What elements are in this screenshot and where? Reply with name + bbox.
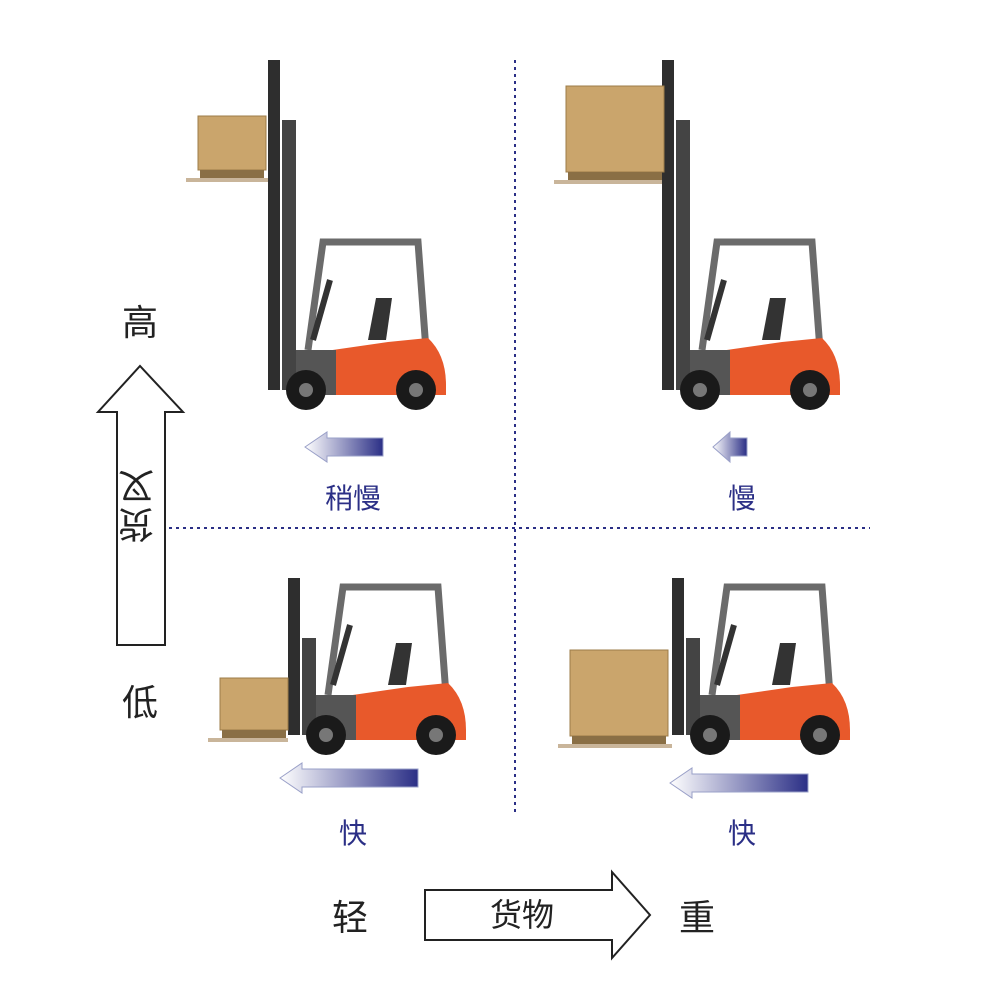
- forklift-low-light: [208, 578, 466, 794]
- mast-inner-rail: [302, 638, 316, 735]
- load-axis-title: 货物: [489, 896, 555, 934]
- overhead-guard: [324, 583, 450, 696]
- overhead-guard: [708, 583, 834, 696]
- speed-arrow-low-heavy: [669, 767, 809, 799]
- front-hub: [299, 383, 313, 397]
- fork-tine: [208, 738, 288, 742]
- load-light-label: 轻: [331, 898, 369, 939]
- fork-tine: [554, 180, 662, 184]
- mast-rail: [672, 578, 684, 735]
- mast-rail: [288, 578, 300, 735]
- pallet: [568, 172, 662, 182]
- fork-axis-title: 货叉: [119, 467, 160, 543]
- front-hub: [319, 728, 333, 742]
- forklift-high-light: [186, 60, 446, 463]
- seat: [388, 643, 412, 685]
- mast-inner-rail: [686, 638, 700, 735]
- fork-height-arrow: [95, 364, 186, 646]
- steering-column: [330, 624, 353, 686]
- cargo-box: [569, 649, 669, 737]
- load-heavy-label: 重: [678, 898, 716, 939]
- mast-inner-rail: [282, 120, 296, 390]
- pallet: [572, 736, 666, 746]
- speed-label-low-light: 快: [338, 817, 368, 850]
- mast-inner-rail: [676, 120, 690, 390]
- forklift-low-heavy: [558, 578, 850, 799]
- rear-hub: [409, 383, 423, 397]
- speed-arrow-high-light: [304, 431, 384, 463]
- front-hub: [693, 383, 707, 397]
- mast-rail: [662, 60, 674, 390]
- pallet: [222, 730, 286, 740]
- fork-high-label: 高: [121, 303, 159, 344]
- load-weight-arrow: [424, 869, 652, 961]
- pallet: [200, 170, 264, 180]
- fork-tine: [186, 178, 268, 182]
- speed-label-low-heavy: 快: [727, 817, 757, 850]
- rear-hub: [813, 728, 827, 742]
- steering-column: [704, 279, 727, 341]
- cargo-box: [197, 115, 267, 171]
- speed-arrow-low-light: [279, 762, 419, 794]
- rear-hub: [429, 728, 443, 742]
- fork-tine: [558, 744, 672, 748]
- speed-label-high-light: 稍慢: [324, 482, 382, 515]
- speed-label-high-heavy: 慢: [727, 482, 757, 515]
- overhead-guard: [698, 238, 824, 351]
- front-hub: [703, 728, 717, 742]
- speed-arrow-high-heavy: [712, 430, 748, 464]
- seat: [762, 298, 786, 340]
- mast-rail: [268, 60, 280, 390]
- seat: [772, 643, 796, 685]
- fork-low-label: 低: [121, 683, 159, 724]
- steering-column: [310, 279, 333, 341]
- rear-hub: [803, 383, 817, 397]
- cargo-box: [219, 677, 289, 731]
- overhead-guard: [304, 238, 430, 351]
- steering-column: [714, 624, 737, 686]
- seat: [368, 298, 392, 340]
- forklift-high-heavy: [554, 60, 840, 464]
- cargo-box: [565, 85, 665, 173]
